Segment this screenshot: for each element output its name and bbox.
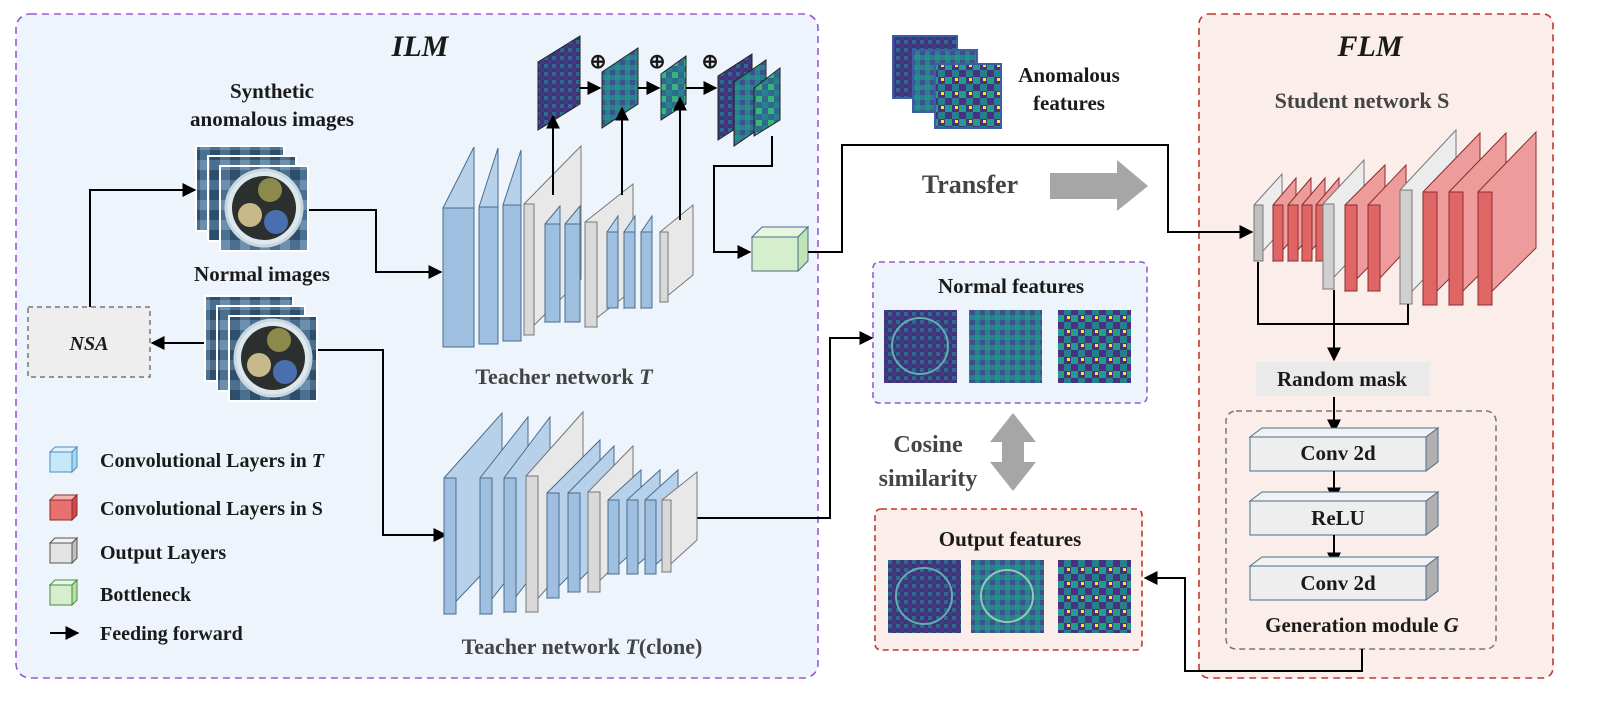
synthetic-to-teacher-arrow (309, 209, 443, 279)
bottleneck-cube (750, 225, 810, 273)
nsa-box (27, 306, 151, 378)
normal-to-clone-arrow (318, 349, 448, 542)
conv2d-label-1: Conv 2d (1300, 441, 1376, 465)
normal-feature-map-1 (884, 310, 957, 383)
transfer-arrow (1050, 160, 1148, 211)
conv2d-block-1 (1248, 427, 1440, 472)
normal-features-label: Normal features (938, 274, 1084, 298)
conv2d-block-2 (1248, 556, 1440, 601)
transfer-label: Transfer (922, 170, 1018, 199)
student-network (1253, 128, 1537, 307)
anomalous-features-label-2: features (1033, 91, 1105, 115)
synthetic-label-2: anomalous images (190, 107, 354, 131)
teacher-feature-maps (537, 35, 781, 147)
output-feature-map-3 (1058, 560, 1131, 633)
legend-label-output: Output Layers (100, 542, 226, 564)
conv2d-label-2: Conv 2d (1300, 571, 1376, 595)
teacher-clone-label: Teacher network T(clone) (462, 634, 703, 659)
legend-label-teacher: Convolutional Layers in T (100, 450, 325, 472)
normal-image-stack (204, 295, 318, 402)
legend-swatch-output (48, 536, 79, 565)
synthetic-image-stack (195, 145, 309, 252)
flm-title: FLM (1336, 30, 1403, 63)
sum-symbol-1: ⊕ (590, 51, 607, 73)
legend-label-feeding: Feeding forward (100, 623, 243, 645)
nsa-to-synthetic-arrow (89, 183, 197, 307)
synthetic-label-1: Synthetic (230, 79, 314, 103)
generation-module-label: Generation module G (1265, 613, 1459, 637)
cosine-label-2: similarity (879, 466, 978, 492)
legend-label-bottleneck: Bottleneck (100, 584, 192, 606)
teacher-network (442, 144, 694, 348)
ilm-title: ILM (391, 30, 450, 63)
random-mask-box (1256, 362, 1430, 396)
normal-images-label: Normal images (194, 262, 330, 286)
normal-feature-map-3 (1058, 310, 1131, 383)
anomalous-features-label-1: Anomalous (1018, 63, 1120, 87)
generation-to-output-arrow (1143, 571, 1363, 672)
legend-label-student: Convolutional Layers in S (100, 498, 323, 520)
student-network-label: Student network S (1275, 88, 1450, 113)
legend-swatch-student (48, 493, 79, 522)
sum-symbol-3: ⊕ (702, 51, 719, 73)
sum-symbol-2: ⊕ (649, 51, 666, 73)
legend-swatch-teacher (48, 445, 79, 474)
relu-block (1248, 491, 1440, 536)
teacher-clone-network (443, 410, 698, 616)
anomalous-feature-maps (892, 35, 1002, 129)
random-mask-label: Random mask (1277, 367, 1407, 391)
cosine-label-1: Cosine (893, 432, 963, 458)
output-feature-map-1 (888, 560, 961, 633)
normal-feature-map-2 (969, 310, 1042, 383)
fmap-to-bottleneck-arrow (713, 136, 773, 259)
cosine-double-arrow (990, 413, 1036, 491)
legend: Convolutional Layers in T Convolutional … (48, 445, 325, 645)
teacher-network-label: Teacher network T (475, 364, 654, 389)
legend-swatch-bottleneck (48, 578, 79, 607)
bottleneck-to-student-arrow (808, 144, 1254, 253)
nsa-label: NSA (69, 333, 109, 355)
output-features-label: Output features (939, 527, 1082, 551)
relu-label: ReLU (1311, 506, 1365, 530)
output-feature-map-2 (971, 560, 1044, 633)
clone-to-normal-features-arrow (696, 331, 874, 519)
